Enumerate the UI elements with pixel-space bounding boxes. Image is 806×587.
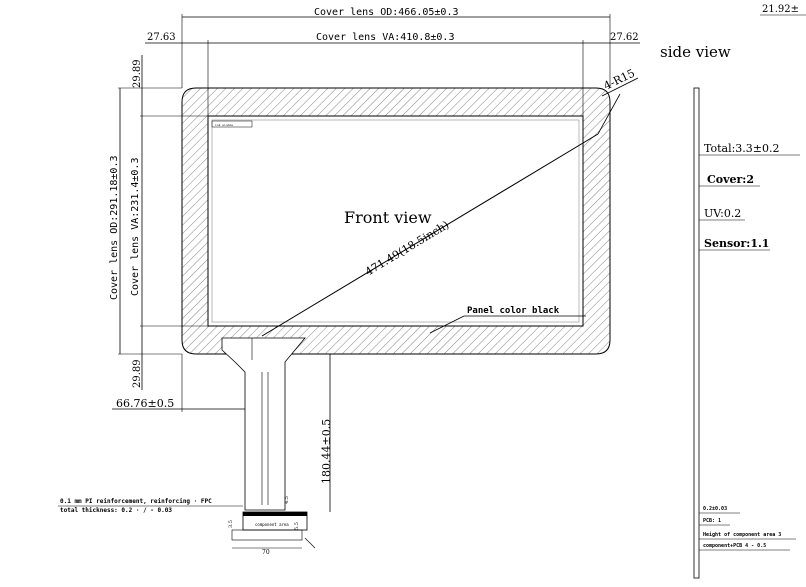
view-area-inner-edge [211,119,580,323]
fpc-width-label: 70 [262,549,270,556]
side-total-label: Total:3.3±0.2 [704,142,780,155]
diagonal-leader [597,93,621,135]
left-dimensions: Cover lens OD:291.18±0.3 Cover lens VA:2… [109,55,208,390]
fpc-component-label: component area [255,522,289,527]
bottom-margin-label: 29.89 [132,359,143,388]
front-view: ink window 471.49(18.5inch) 4-R15 Front … [181,67,639,355]
corner-radius-label: 4-R15 [602,67,637,93]
od-width-label: Cover lens OD:466.05±0.3 [314,7,459,18]
fpc-outline [221,337,306,511]
right-margin-label: 27.62 [610,32,639,43]
view-area [207,115,584,327]
fpc-offset-label: 66.76±0.5 [116,397,174,410]
side-cover-label: Cover:2 [707,173,754,186]
radius-leader [601,77,639,97]
fpc-small-a: 3.5 [228,520,234,528]
fpc-connector-stripe [243,512,307,516]
side-view-label: side view [660,43,731,61]
side-uv-label: UV:0.2 [704,207,741,220]
fpc-length-label: 180.44±0.5 [320,419,333,484]
diagonal-line [261,133,599,337]
side-component-height: Height of component area 3 [703,532,781,538]
fpc-small-b: 4.5 [284,496,290,504]
ink-note-box [211,120,253,128]
fpc-note-line2: total thickness: 0.2 · / - 0.03 [60,507,172,514]
fpc-note-line1: 0.1 mm PI reinforcement, reinforcing · F… [60,498,212,505]
side-top-partial-label: 21.92± [762,4,799,15]
fpc-small-c: 5.5 [294,522,300,530]
side-pcb: PCB: 1 [703,518,721,524]
panel-color-label: Panel color black [467,306,560,316]
side-component-pcb: component+PCB 4 - 0.5 [703,543,766,549]
va-width-label: Cover lens VA:410.8±0.3 [316,32,454,43]
top-dimensions: Cover lens OD:466.05±0.3 Cover lens VA:4… [145,7,640,116]
side-fpc-thickness: 0.2±0.03 [703,506,727,512]
fpc-tail: component area 70 3.5 4.5 5.5 180.44±0.5… [58,337,333,556]
side-view: side view 21.92± Total:3.3±0.2 Cover:2 U… [660,4,806,579]
ink-note: ink window [215,123,233,127]
top-margin-label: 29.89 [132,59,143,88]
od-height-label: Cover lens OD:291.18±0.3 [109,156,120,301]
va-height-label: Cover lens VA:231.4±0.3 [130,158,141,296]
side-sensor-label: Sensor:1.1 [704,237,769,250]
fpc-leader [304,537,316,549]
panel-color-leader [429,315,465,334]
front-view-label: Front view [344,208,432,227]
left-margin-label: 27.63 [147,32,176,43]
fpc-base [231,529,303,541]
side-profile [693,87,700,579]
